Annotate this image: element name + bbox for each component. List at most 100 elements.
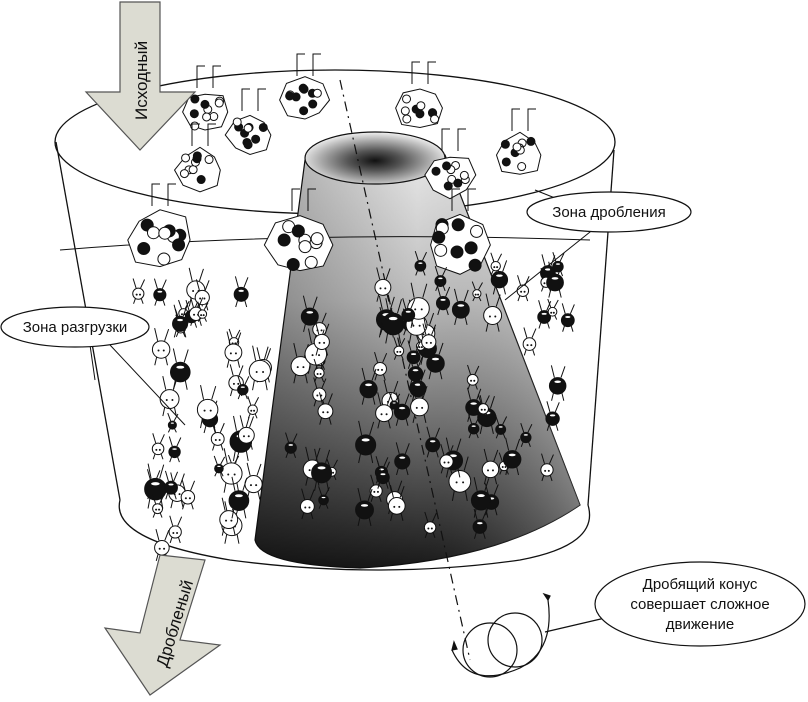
particle-cluster xyxy=(182,65,229,131)
particle xyxy=(213,455,226,477)
particle xyxy=(472,508,488,539)
down-arrow-icon xyxy=(84,1,197,151)
particle xyxy=(159,376,180,417)
output-arrow: Дробленый xyxy=(103,554,222,696)
particle xyxy=(552,252,565,277)
cone-motion-label-line-2: совершает сложное xyxy=(630,596,769,613)
particle xyxy=(373,352,388,381)
particle xyxy=(502,437,522,476)
particle-cluster xyxy=(424,128,477,200)
particle xyxy=(168,515,183,544)
particle xyxy=(471,281,483,302)
particle-cluster xyxy=(127,183,191,268)
particle xyxy=(376,460,390,489)
particle xyxy=(548,365,567,401)
particle xyxy=(477,394,490,419)
particle xyxy=(522,327,537,356)
particle xyxy=(313,322,330,356)
particle xyxy=(167,412,179,433)
down-left-arrow-icon xyxy=(103,554,222,696)
particle-cluster xyxy=(279,53,331,120)
particle xyxy=(369,474,384,502)
callout-cone-motion: Дробящий конус совершает сложное движени… xyxy=(594,561,806,647)
particle xyxy=(317,392,334,425)
particle xyxy=(537,300,552,329)
bowl-bottom-rim xyxy=(118,499,591,571)
feed-particle-clusters xyxy=(127,53,542,275)
callout-crushing-zone: Зона дробления xyxy=(504,189,692,301)
particle xyxy=(359,367,378,405)
particle xyxy=(153,278,167,306)
discharge-zone-label: Зона разгрузки xyxy=(23,319,128,336)
particle xyxy=(224,331,243,368)
particle xyxy=(401,298,416,327)
particle xyxy=(520,423,533,447)
particle xyxy=(481,448,500,485)
cone-motion-label-line-3: движение xyxy=(666,616,734,633)
particle xyxy=(394,442,411,476)
particle xyxy=(228,476,250,519)
particle xyxy=(421,323,437,355)
particle xyxy=(467,414,481,439)
callout-discharge-zone: Зона разгрузки xyxy=(0,306,186,426)
particle xyxy=(312,377,327,407)
particle xyxy=(180,479,196,510)
input-arrow-label: Исходный xyxy=(132,41,151,120)
particle xyxy=(318,486,330,509)
particle xyxy=(284,432,298,458)
particle xyxy=(490,252,503,275)
particle xyxy=(406,340,421,369)
particle xyxy=(434,266,448,292)
particle xyxy=(220,448,243,493)
particle xyxy=(516,275,530,302)
cone-top xyxy=(304,131,446,185)
particle xyxy=(197,301,209,322)
gyration-path-icon xyxy=(451,592,606,678)
particle xyxy=(164,470,179,500)
particle xyxy=(233,276,249,308)
particle xyxy=(381,298,405,344)
particle xyxy=(151,433,165,460)
particle xyxy=(546,261,564,298)
particle xyxy=(560,303,575,332)
particle-cluster xyxy=(224,88,272,155)
particle xyxy=(248,345,272,391)
particle xyxy=(313,358,326,383)
particle xyxy=(154,529,170,561)
particle xyxy=(387,485,406,522)
particle xyxy=(407,355,424,387)
particle xyxy=(237,415,255,450)
particle xyxy=(393,337,406,360)
particle-cluster xyxy=(263,188,334,272)
input-arrow: Исходный xyxy=(84,1,197,151)
particle xyxy=(169,348,191,390)
particle xyxy=(470,477,492,518)
particle xyxy=(410,384,429,424)
particle xyxy=(299,488,315,520)
particle xyxy=(172,304,189,338)
particle xyxy=(132,278,146,304)
particle-cluster xyxy=(495,108,542,175)
particle xyxy=(196,385,219,429)
particle xyxy=(244,462,263,500)
particle xyxy=(152,494,165,518)
particle xyxy=(355,487,374,527)
particle xyxy=(389,392,401,413)
particle xyxy=(355,420,377,464)
particle xyxy=(423,511,437,538)
particle-cluster xyxy=(173,123,221,193)
particle xyxy=(237,375,250,400)
particle xyxy=(545,401,560,431)
particle xyxy=(483,293,503,332)
particle xyxy=(311,448,333,491)
particle xyxy=(495,415,508,439)
particle xyxy=(439,444,454,474)
particle xyxy=(210,421,225,451)
particle-cluster xyxy=(430,188,491,275)
particle xyxy=(414,250,427,276)
crushing-zone-label: Зона дробления xyxy=(552,204,665,221)
particle xyxy=(374,267,392,302)
particle xyxy=(540,453,554,482)
